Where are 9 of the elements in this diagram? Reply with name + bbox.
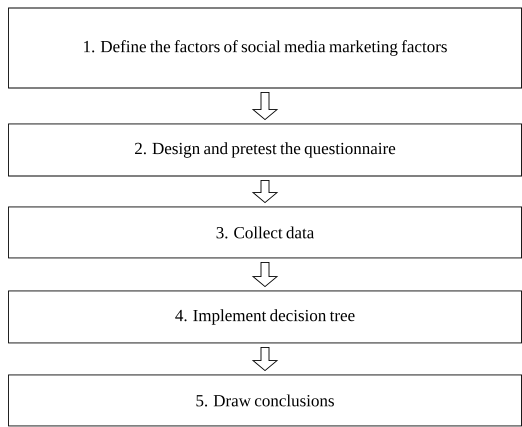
process-box: 4. Implement decision tree	[8, 290, 522, 344]
process-box: 2. Design and pretest the questionnaire	[8, 124, 522, 176]
process-box: 3. Collect data	[8, 206, 522, 258]
block-arrow	[252, 346, 278, 372]
process-box: 5. Draw conclusions	[8, 374, 522, 426]
process-box: 1. Define the factors of social media marketing factors	[8, 8, 522, 88]
block-arrow	[252, 262, 278, 288]
block-arrow	[252, 180, 278, 204]
block-arrow	[252, 92, 278, 120]
